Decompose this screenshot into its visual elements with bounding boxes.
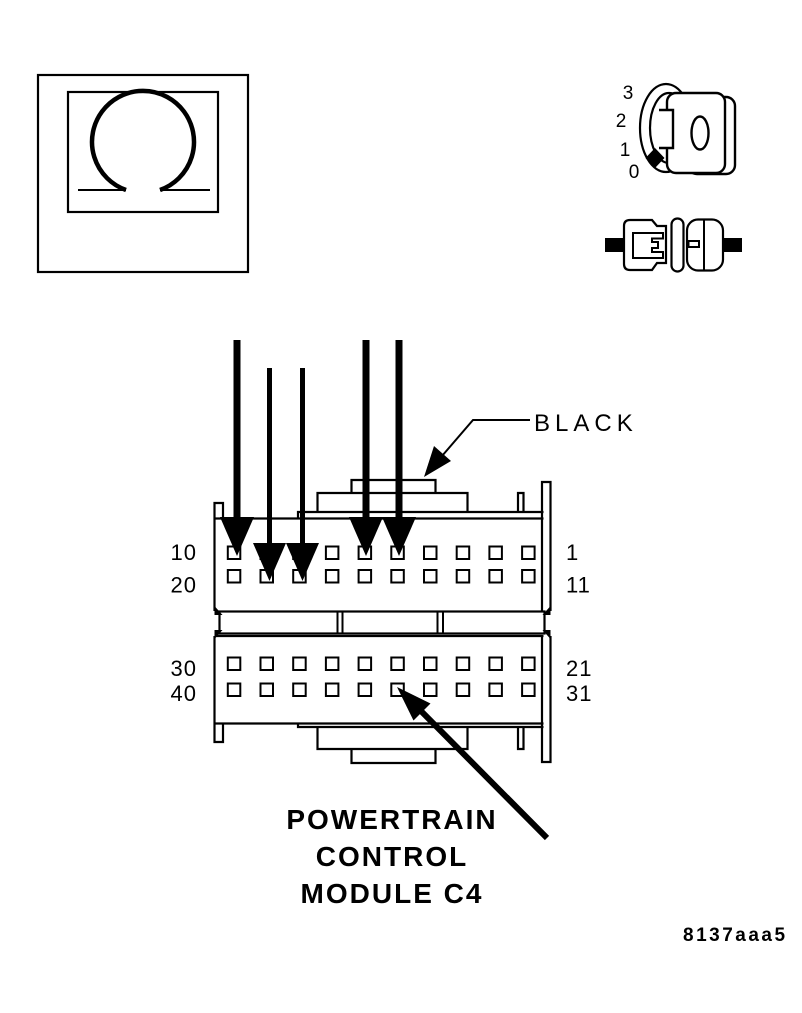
arrowhead-icon xyxy=(253,543,286,581)
pin-row3-col1 xyxy=(226,656,242,671)
probe-right-wire xyxy=(723,238,742,252)
pin-row2-col6 xyxy=(390,569,405,584)
pin-row2-col7 xyxy=(423,569,438,584)
pin-row4-col8 xyxy=(455,682,471,697)
black-leader-line xyxy=(441,419,530,457)
pin-row3-col10 xyxy=(521,656,536,671)
dial-pointer-icon xyxy=(645,148,665,168)
probe-left-body xyxy=(622,218,668,272)
arrowhead-icon xyxy=(424,446,451,477)
pin-row3-col5 xyxy=(357,656,373,671)
dial-knob-slot xyxy=(690,115,710,151)
pin-row2-col4 xyxy=(324,569,340,584)
pin-row4-col3 xyxy=(292,682,307,697)
latch-wedge-br xyxy=(542,630,551,639)
probe-left-wire xyxy=(605,238,625,252)
pin-row4-col9 xyxy=(488,682,503,697)
pin-row2-col8 xyxy=(455,569,471,584)
pin-row3-col3 xyxy=(292,656,307,671)
pin-row3-col4 xyxy=(324,656,340,671)
black-label: BLACK xyxy=(534,410,638,437)
pin-row4-col7 xyxy=(423,682,438,697)
pcm-label-line3: MODULE C4 xyxy=(301,878,484,909)
pcm-callout: POWERTRAIN CONTROL MODULE C4 xyxy=(286,687,550,909)
ohmmeter-inner-box xyxy=(66,90,220,214)
pin-row1-col10 xyxy=(521,545,536,560)
dial-position-2: 2 xyxy=(616,111,627,132)
pin-row1-col8 xyxy=(455,545,471,560)
arrowhead-icon xyxy=(220,517,254,556)
probe-arrow-pin6 xyxy=(349,340,383,556)
probe-arrow-pin19 xyxy=(253,368,286,581)
pin-row3-col2 xyxy=(259,656,274,671)
row-label-30: 30 xyxy=(171,656,197,681)
pin-row4-col2 xyxy=(259,682,274,697)
dial-knob-notch xyxy=(659,108,675,150)
probe-arrow-pin10 xyxy=(220,340,254,556)
rotary-dial: 3 2 1 0 xyxy=(616,82,737,183)
pin-row3-col7 xyxy=(423,656,438,671)
ohm-symbol-icon xyxy=(89,88,197,193)
ohmmeter-outer-box xyxy=(36,73,250,274)
pin-row3-col8 xyxy=(455,656,471,671)
connector-lower-shell xyxy=(213,634,552,765)
pin-row2-col10 xyxy=(521,569,536,584)
arrowhead-icon xyxy=(349,517,383,556)
probe-right-cap xyxy=(670,217,685,273)
probe-arrow-pin5 xyxy=(382,340,416,556)
pcm-label-line2: CONTROL xyxy=(316,841,468,872)
pcm-leader-line xyxy=(418,708,550,841)
arrowhead-icon xyxy=(382,517,416,556)
pin-row3-col9 xyxy=(488,656,503,671)
dial-position-1: 1 xyxy=(620,140,631,161)
dial-position-0: 0 xyxy=(629,162,640,183)
latch-wedge-tl xyxy=(214,606,223,615)
probe-connectors xyxy=(605,217,742,273)
row-label-10: 10 xyxy=(171,540,197,565)
pin-row4-col10 xyxy=(521,682,536,697)
probe-right-slot xyxy=(687,240,700,248)
pin-row1-col7 xyxy=(423,545,438,560)
pin-row4-col1 xyxy=(226,682,242,697)
latch-wedge-tr xyxy=(542,606,551,615)
probe-arrow-pin18 xyxy=(286,368,319,581)
row-label-11: 11 xyxy=(566,573,591,598)
pin-row1-col4 xyxy=(324,545,340,560)
pin-row2-col9 xyxy=(488,569,503,584)
arrowhead-icon xyxy=(397,687,431,721)
pin-row2-col1 xyxy=(226,569,242,584)
connector-latch-bar xyxy=(218,610,546,635)
row-label-40: 40 xyxy=(171,681,197,706)
row-label-20: 20 xyxy=(171,573,197,598)
pin-row2-col5 xyxy=(357,569,373,584)
row-label-31: 31 xyxy=(566,681,592,706)
latch-dividers xyxy=(336,611,444,634)
ohmmeter-panel xyxy=(36,73,250,274)
row-label-21: 21 xyxy=(566,656,592,681)
probe-left-blade xyxy=(632,232,664,259)
pcm-label-line1: POWERTRAIN xyxy=(286,804,497,835)
pin-row3-col6 xyxy=(390,656,405,671)
black-callout: BLACK xyxy=(424,410,638,477)
figure-id: 8137aaa5 xyxy=(683,925,788,946)
pin-row4-col4 xyxy=(324,682,340,697)
pin-row4-col5 xyxy=(357,682,373,697)
arrowhead-icon xyxy=(286,543,319,581)
row-label-1: 1 xyxy=(566,540,579,565)
probe-arrows xyxy=(220,340,416,581)
dial-position-3: 3 xyxy=(623,83,634,104)
pin-row1-col9 xyxy=(488,545,503,560)
